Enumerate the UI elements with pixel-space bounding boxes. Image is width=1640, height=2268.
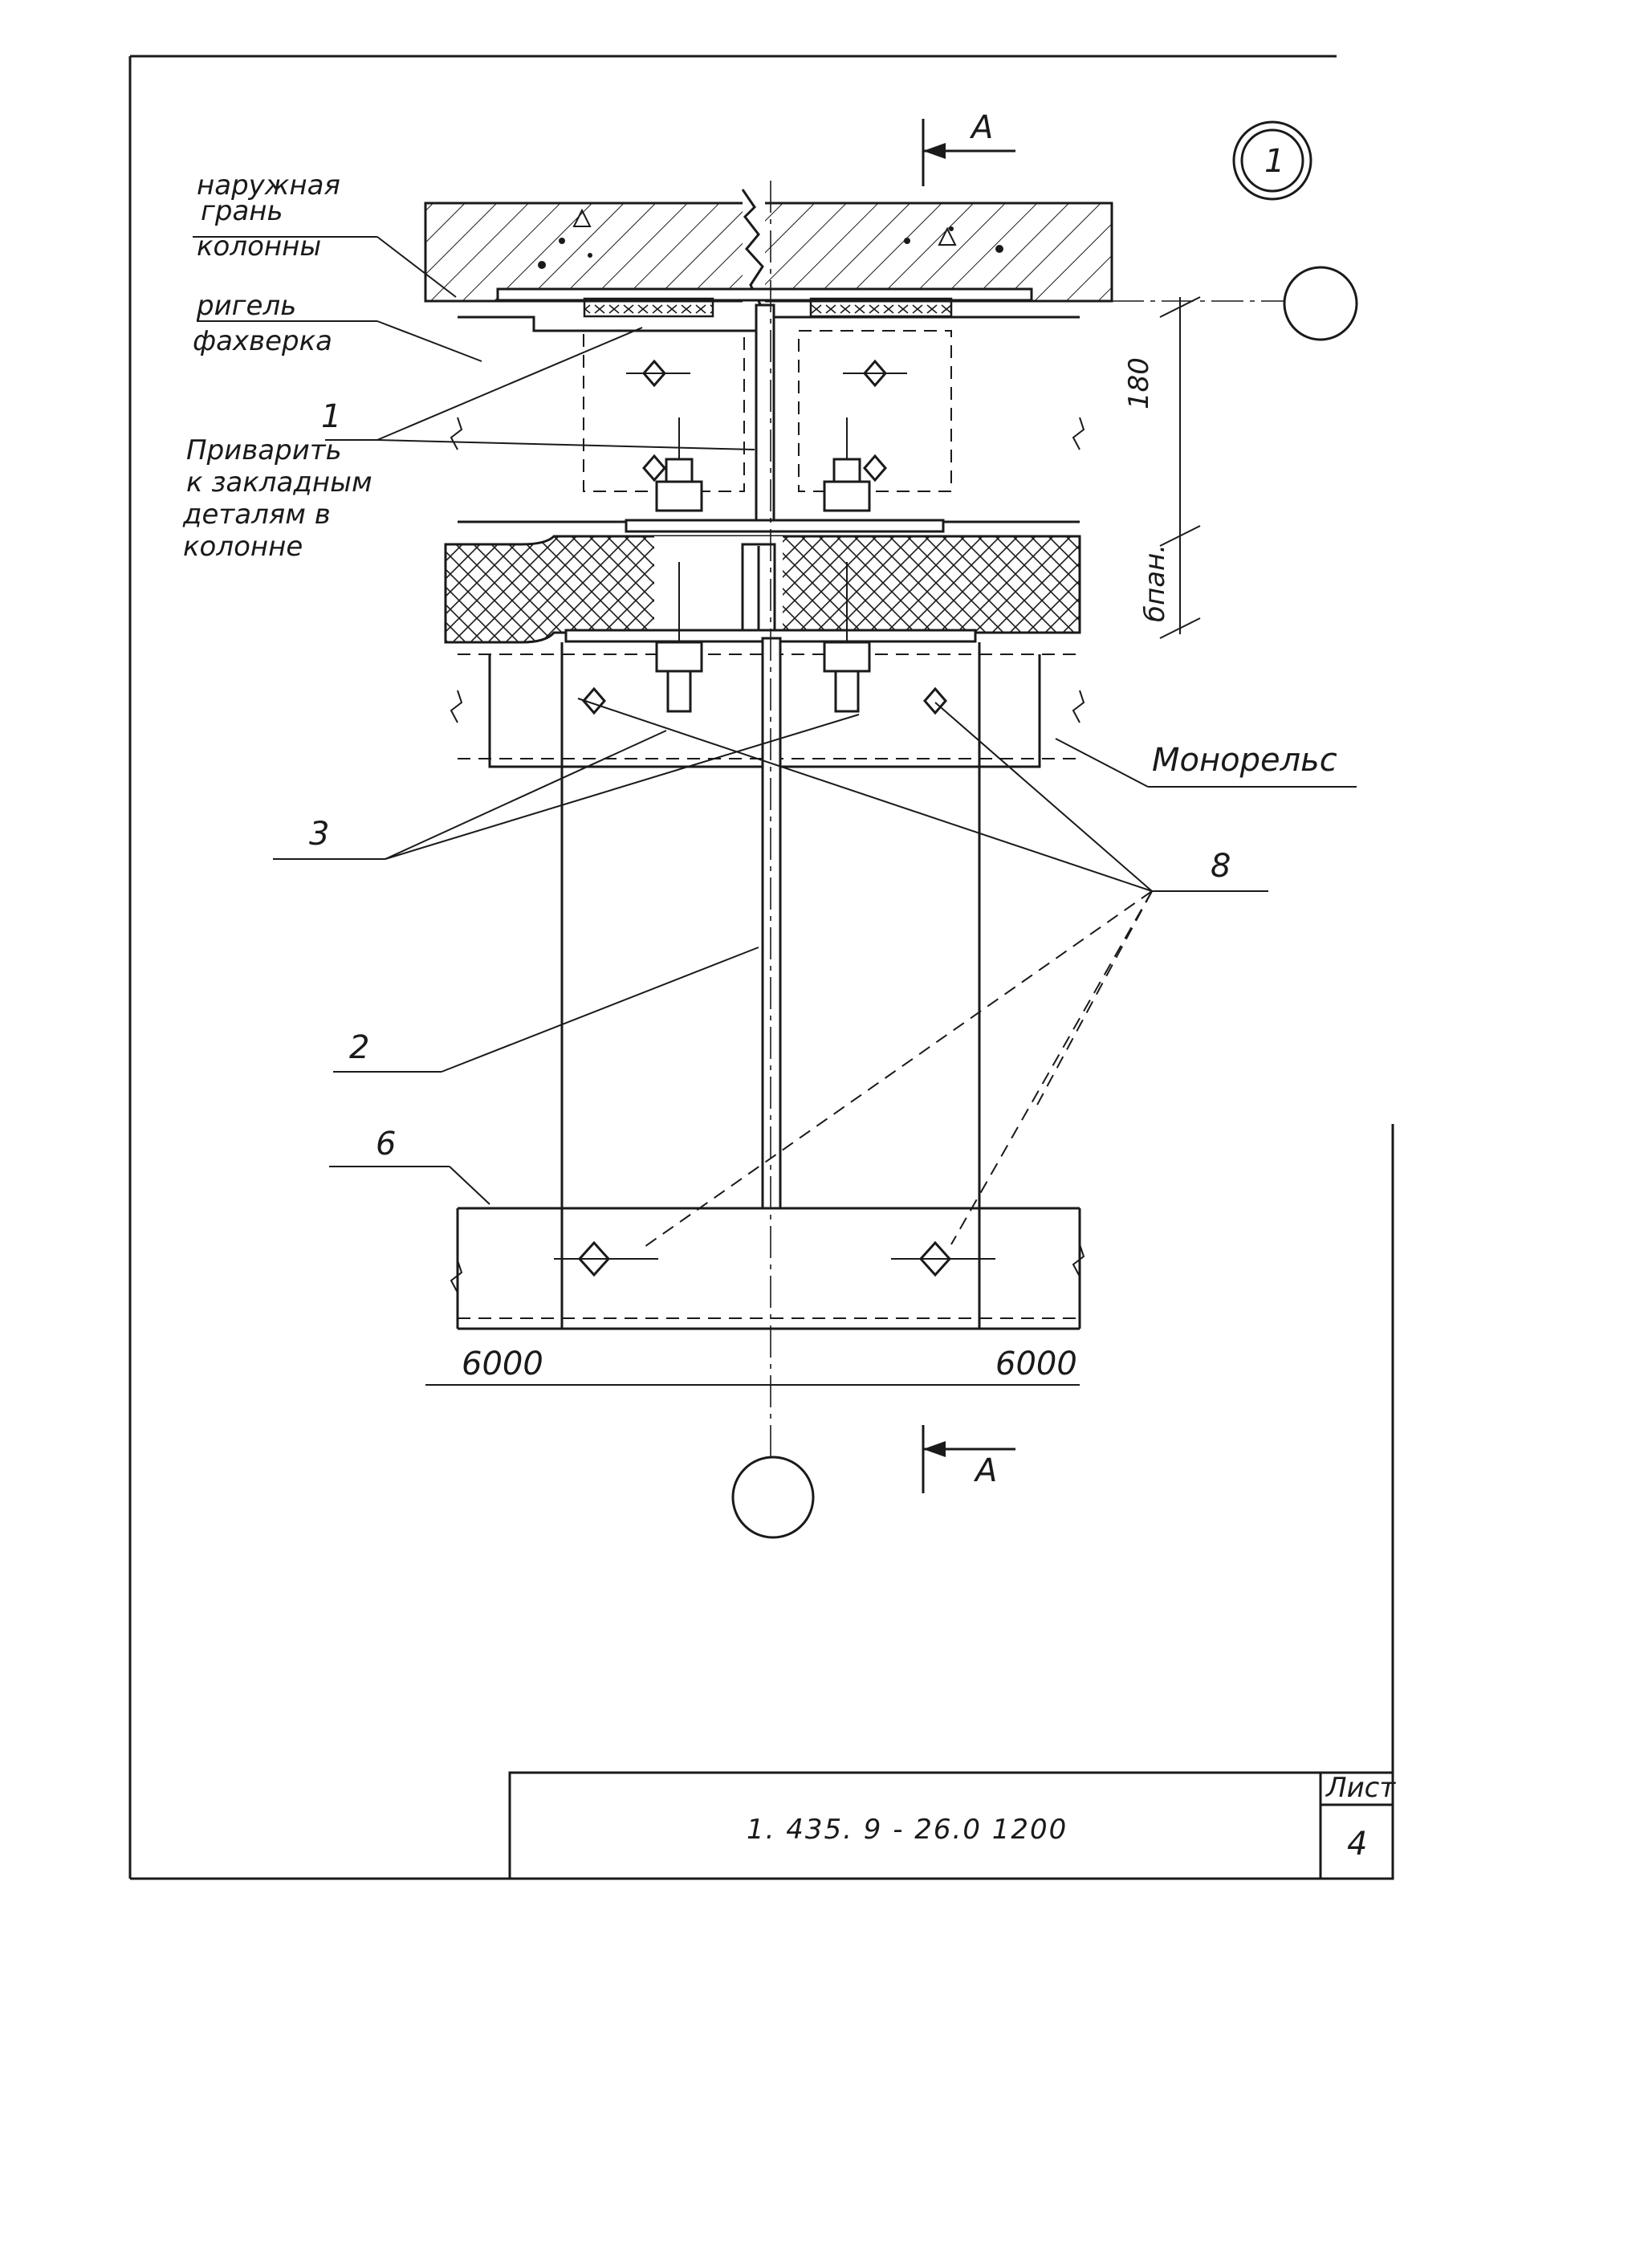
- svg-text:фахверка: фахверка: [193, 325, 332, 357]
- svg-text:грань: грань: [201, 195, 283, 227]
- callout-pos-1: 1: [321, 398, 341, 435]
- detail-marker: 1: [1232, 120, 1312, 201]
- callout-beam: ригель фахверка: [193, 290, 332, 357]
- dim-height-180: 180: [1123, 357, 1155, 409]
- callout-pos-8: 8: [1211, 848, 1231, 885]
- detail-marker-label: 1: [1264, 143, 1284, 180]
- dim-span-right: 6000: [995, 1346, 1077, 1382]
- leader-lines: [193, 236, 1357, 1249]
- section-mark-bottom: А: [922, 1425, 1015, 1493]
- doc-code: 1. 435. 9 - 26.0 1200: [747, 1814, 1068, 1846]
- callout-weld-note: Приварить к закладным деталям в колонне: [182, 434, 372, 563]
- svg-text:к закладным: к закладным: [186, 466, 372, 499]
- center-axis: [770, 181, 1284, 1457]
- axis-bubble-bottom: [731, 1456, 815, 1539]
- svg-text:Приварить: Приварить: [186, 434, 342, 466]
- bolt-lower-right: [823, 562, 871, 713]
- bolt-upper-right: [823, 417, 871, 512]
- callout-monorail: Монорельс: [1152, 742, 1337, 779]
- bottom-beam: [450, 1207, 1085, 1330]
- callout-pos-6: 6: [376, 1126, 396, 1163]
- dim-panel-thickness: бпан.: [1139, 544, 1171, 622]
- beam-section: [450, 297, 1085, 533]
- svg-text:колонне: колонне: [183, 531, 303, 563]
- sandwich-panel: [444, 535, 1081, 644]
- lower-wall-panel: [560, 637, 981, 1210]
- bolt-upper-left: [655, 417, 703, 512]
- section-mark-top: А: [922, 109, 1015, 186]
- section-mark-bottom-label: А: [973, 1452, 997, 1489]
- callout-outer-face: наружная грань колонны: [197, 169, 340, 263]
- callout-pos-2: 2: [349, 1029, 369, 1066]
- dim-span-left: 6000: [462, 1346, 543, 1382]
- bolt-lower-left: [655, 562, 703, 713]
- axis-bubble-right: [1283, 266, 1358, 341]
- sheet-number: 4: [1347, 1826, 1367, 1863]
- sheet-label: Лист: [1325, 1772, 1396, 1804]
- title-block: 1. 435. 9 - 26.0 1200 Лист 4: [508, 1771, 1396, 1880]
- svg-text:деталям в: деталям в: [182, 499, 331, 531]
- column-section: [424, 189, 1113, 307]
- svg-text:наружная: наружная: [197, 169, 340, 202]
- svg-text:ригель: ригель: [196, 290, 296, 322]
- dimension-lines: [425, 296, 1201, 1386]
- svg-text:колонны: колонны: [197, 230, 321, 263]
- callout-pos-3: 3: [309, 816, 329, 853]
- section-mark-top-label: А: [969, 109, 993, 146]
- bolt-hole-markers: [554, 359, 995, 1277]
